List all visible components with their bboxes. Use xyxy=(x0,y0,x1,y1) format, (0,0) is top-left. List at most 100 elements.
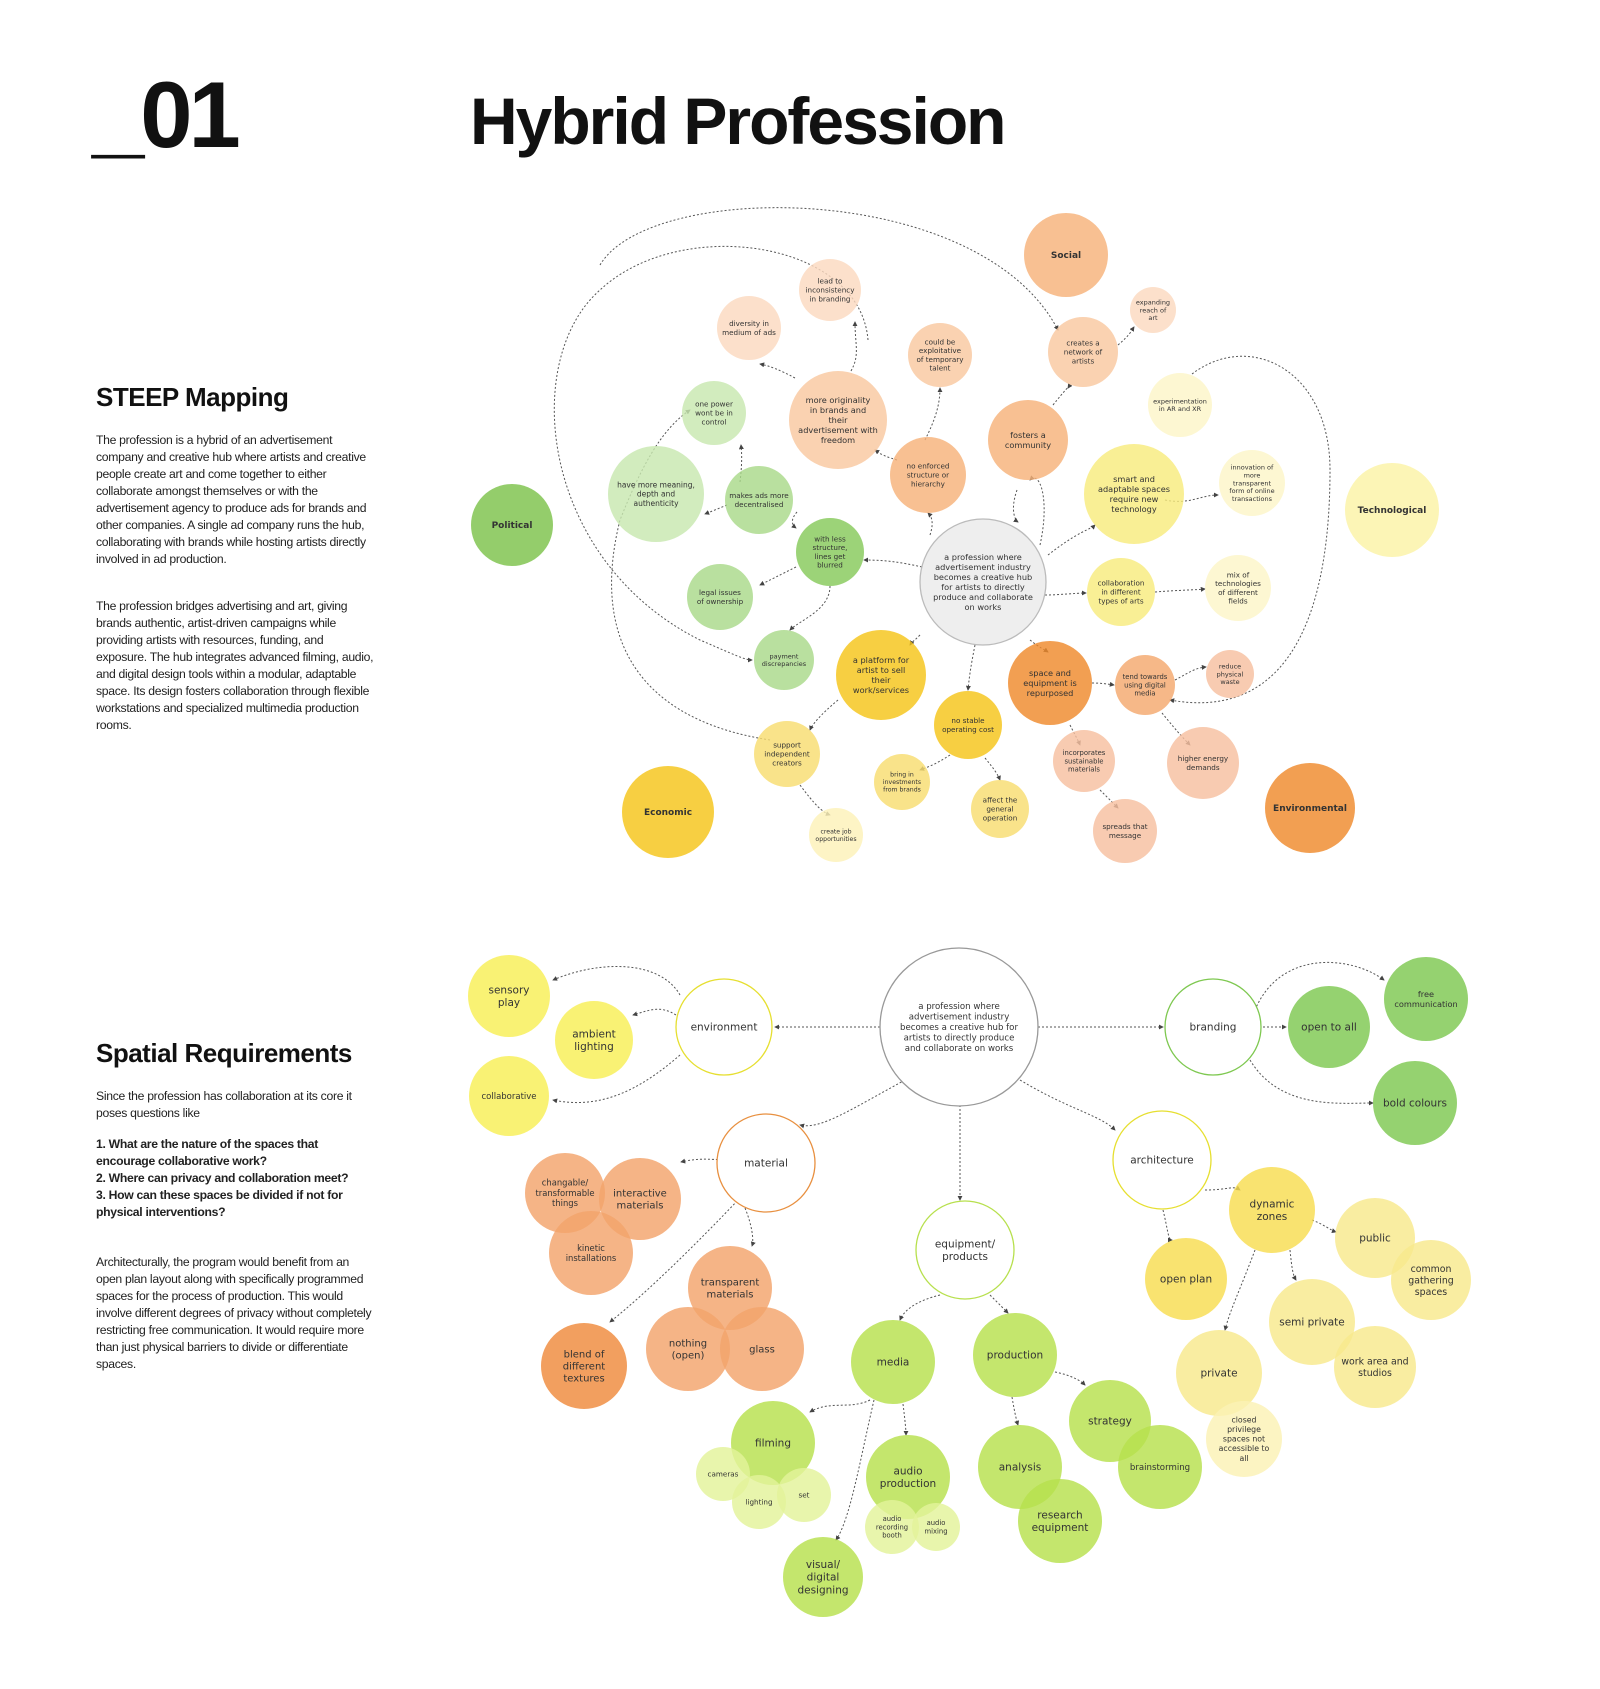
spatial-label-set: set xyxy=(799,1491,810,1500)
spatial-label-private: private xyxy=(1200,1368,1237,1380)
spatial-connector-24 xyxy=(1289,1249,1297,1281)
steep-node-payment xyxy=(754,630,814,690)
spatial-label-nothing: nothing(open) xyxy=(669,1338,707,1361)
steep-node-job xyxy=(809,808,863,862)
spatial-node-closed xyxy=(1206,1401,1282,1477)
spatial-connector-8 xyxy=(799,1079,906,1129)
steep-node-center xyxy=(919,518,1047,646)
spatial-connector-20 xyxy=(1054,1371,1086,1386)
steep-connector-21 xyxy=(1091,681,1115,687)
spatial-label-filming: filming xyxy=(755,1438,791,1450)
steep-node-nostable xyxy=(934,691,1002,759)
spatial-node-private xyxy=(1176,1330,1262,1416)
steep-connector-3 xyxy=(1012,489,1019,523)
steep-node-digital xyxy=(1115,655,1175,715)
steep-connector-0 xyxy=(1029,475,1045,546)
spatial-label-openplan: open plan xyxy=(1160,1274,1212,1286)
steep-paragraph-1: The profession is a hybrid of an adverti… xyxy=(96,433,367,566)
spatial-node-common xyxy=(1391,1240,1471,1320)
steep-node-sustain xyxy=(1053,730,1115,792)
steep-node-reduce xyxy=(1206,650,1254,698)
spatial-connector-17 xyxy=(902,1403,909,1436)
question-2: 2. Where can privacy and collaboration m… xyxy=(96,1171,349,1185)
steep-node-space xyxy=(1008,641,1092,725)
steep-label-technological: Technological xyxy=(1358,506,1427,516)
page-title: Hybrid Profession xyxy=(470,84,1006,158)
steep-node-technological xyxy=(1345,463,1439,557)
spatial-node-lighting xyxy=(732,1475,786,1529)
spatial-label-analysis: analysis xyxy=(999,1462,1042,1474)
steep-node-smart xyxy=(1084,444,1184,544)
steep-node-environmental xyxy=(1265,763,1355,853)
spatial-node-material xyxy=(716,1113,816,1213)
steep-node-noenforced xyxy=(890,437,966,513)
spatial-heading: Spatial Requirements xyxy=(96,1038,352,1068)
spatial-label-brainstorm: brainstorming xyxy=(1130,1463,1190,1473)
steep-heading: STEEP Mapping xyxy=(96,382,289,412)
spatial-node-nothing xyxy=(646,1307,730,1391)
spatial-label-equipment: equipment/products xyxy=(935,1238,996,1263)
steep-node-decentral xyxy=(725,466,793,534)
steep-connector-6 xyxy=(874,449,898,461)
steep-connector-2 xyxy=(1117,326,1135,346)
spatial-node-audiorec xyxy=(865,1500,919,1554)
spatial-connector-18 xyxy=(835,1399,875,1541)
steep-connector-34 xyxy=(611,409,771,741)
spatial-label-architecture: architecture xyxy=(1130,1155,1194,1167)
spatial-label-lighting: lighting xyxy=(745,1498,772,1507)
steep-node-spreads xyxy=(1093,799,1157,863)
spatial-node-center xyxy=(879,947,1039,1107)
steep-connector-23 xyxy=(965,644,976,691)
spatial-node-filming xyxy=(731,1401,815,1485)
spatial-connector-4 xyxy=(552,1054,681,1104)
steep-connector-22 xyxy=(1174,664,1207,681)
spatial-connector-5 xyxy=(1254,961,1385,1011)
spatial-connector-22 xyxy=(1162,1209,1173,1243)
spatial-intro: Since the profession has collaboration a… xyxy=(96,1089,352,1120)
spatial-node-media xyxy=(851,1320,935,1404)
spatial-node-collaborative xyxy=(469,1056,549,1136)
spatial-connector-23 xyxy=(1311,1219,1337,1234)
spatial-node-workarea xyxy=(1334,1326,1416,1408)
spatial-node-branding xyxy=(1164,978,1262,1076)
spatial-connector-16 xyxy=(809,1399,871,1413)
spatial-node-audioprod xyxy=(866,1435,950,1519)
spatial-node-dynamic xyxy=(1229,1167,1315,1253)
spatial-connector-3 xyxy=(632,1008,677,1017)
steep-label-economic: Economic xyxy=(644,808,692,818)
spatial-paragraph: Architecturally, the program would benef… xyxy=(96,1255,372,1371)
steep-connector-26 xyxy=(984,757,1001,781)
spatial-node-production xyxy=(973,1313,1057,1397)
spatial-connector-11 xyxy=(680,1158,723,1164)
